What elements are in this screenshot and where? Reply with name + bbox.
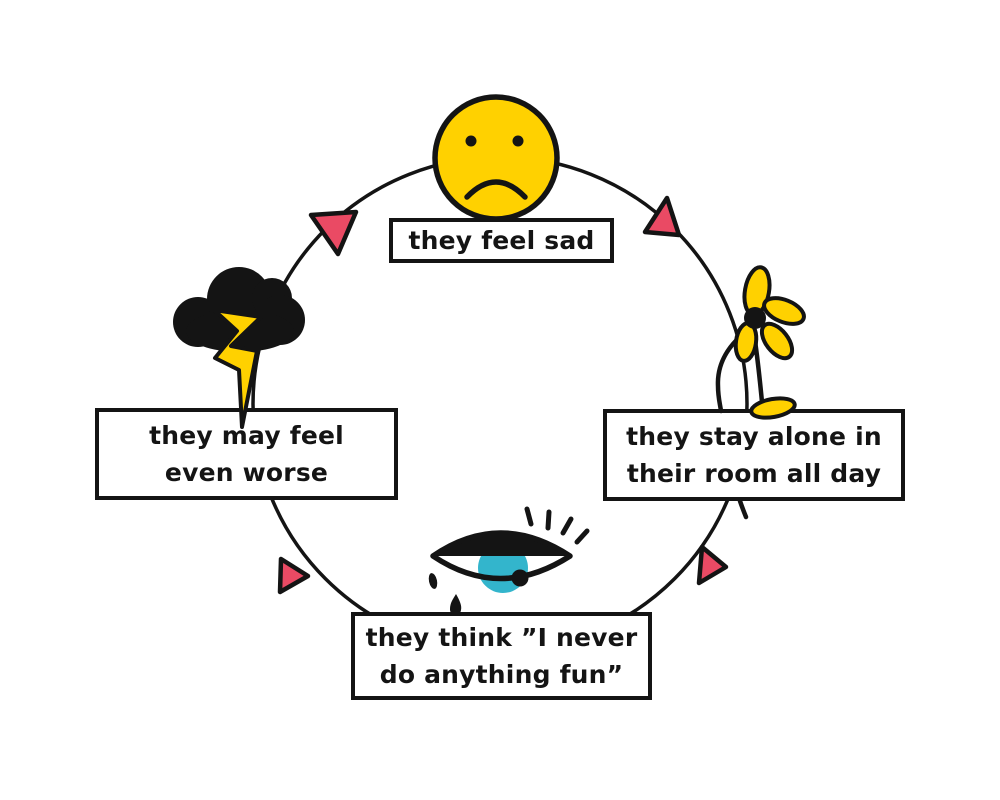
flower-center <box>744 307 766 329</box>
node-label-stay-alone: they stay alone in their room all day <box>603 409 905 501</box>
flower-petal <box>733 321 759 363</box>
eye-outline <box>430 530 573 582</box>
label-line: they stay alone in <box>626 422 882 451</box>
node-label-feel-sad: they feel sad <box>389 218 614 263</box>
flower-stem-branch <box>751 331 765 405</box>
sad-face-frown <box>464 179 528 200</box>
sad-face-right-eye <box>512 135 524 147</box>
flower-petal <box>742 265 772 317</box>
flower-petal <box>762 296 806 326</box>
node-label-think-no-fun: they think ”I never do anything fun” <box>351 612 652 700</box>
eye-upper-lid <box>433 531 570 556</box>
eye-pupil <box>511 569 529 587</box>
arrow-icon-top-left <box>308 209 359 257</box>
crying-eye-icon <box>428 506 590 616</box>
label-line: they feel sad <box>408 226 595 255</box>
arrow-icon-bottom-left <box>277 556 311 595</box>
node-label-feel-worse: they may feel even worse <box>95 408 398 500</box>
eye-iris <box>478 543 528 593</box>
flower-petal <box>759 321 795 361</box>
label-line: they may feel <box>149 421 344 450</box>
label-line: even worse <box>164 458 329 487</box>
arrow-icon-top-right <box>642 195 682 238</box>
eye-lashes <box>524 506 590 545</box>
flower-stem-tail <box>737 498 749 520</box>
sad-face-left-eye <box>465 135 477 147</box>
label-line: their room all day <box>626 459 882 488</box>
label-line: do anything fun” <box>379 660 624 689</box>
eye-sclera <box>433 533 570 579</box>
tear-drop <box>428 573 438 589</box>
label-line: they think ”I never <box>365 623 638 652</box>
storm-cloud-icon <box>173 267 305 429</box>
arrow-icon-bottom-right <box>696 544 729 586</box>
flower-stem <box>715 325 754 414</box>
sad-face-icon <box>432 94 560 222</box>
